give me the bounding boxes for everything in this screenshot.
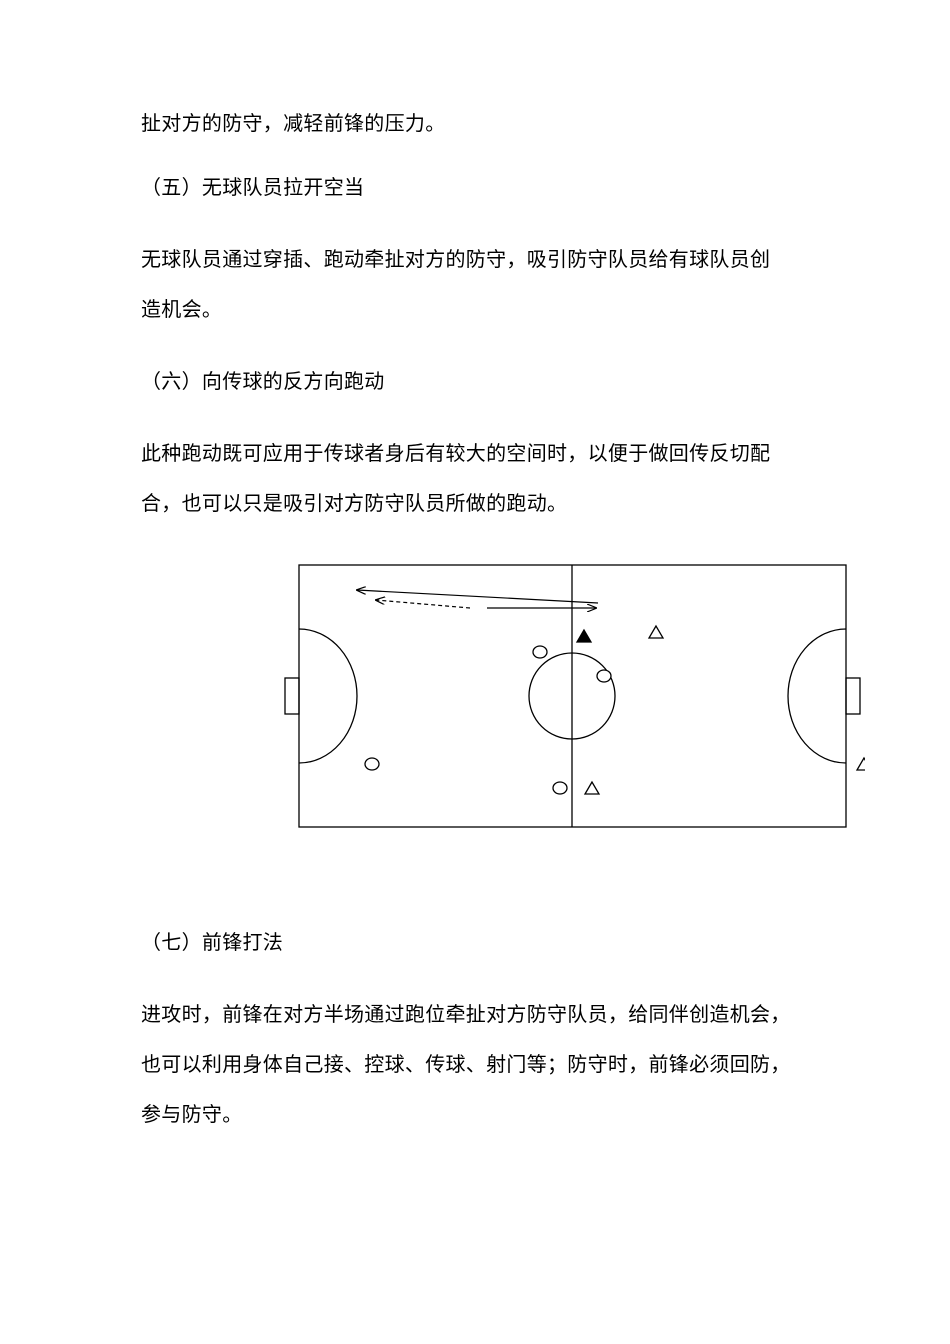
text-line-9: 进攻时，前锋在对方半场通过跑位牵扯对方防守队员，给同伴创造机会， <box>141 1002 791 1026</box>
text-line-7: 合，也可以只是吸引对方防守队员所做的跑动。 <box>141 491 568 515</box>
dashed-run-arrow <box>376 600 471 609</box>
attacker-player-9 <box>855 756 865 771</box>
defender-player-1 <box>364 757 380 771</box>
center-circle <box>528 652 616 740</box>
right-goal <box>845 677 861 715</box>
movement-arrows <box>357 590 599 609</box>
left-goal <box>284 677 300 715</box>
section-heading-7: （七）前锋打法 <box>141 930 284 954</box>
defender-player-4 <box>552 781 568 795</box>
section-heading-6: （六）向传球的反方向跑动 <box>141 369 385 393</box>
text-line-11: 参与防守。 <box>141 1102 243 1126</box>
ball-carrier-player-10 <box>575 628 593 643</box>
right-penalty-arc <box>787 628 847 764</box>
defender-player-2 <box>532 645 548 659</box>
text-line-6: 此种跑动既可应用于传球者身后有较大的空间时，以便于做回传反切配 <box>141 441 771 465</box>
long-pass-arrow <box>357 590 599 604</box>
section-heading-5: （五）无球队员拉开空当 <box>141 175 365 199</box>
defender-player-3 <box>596 669 612 683</box>
attacker-player-6 <box>583 780 601 795</box>
court-lines <box>284 564 861 828</box>
text-line-10: 也可以利用身体自己接、控球、传球、射门等；防守时，前锋必须回防， <box>141 1052 791 1076</box>
attacker-player-7 <box>647 624 665 639</box>
text-line-3: 无球队员通过穿插、跑动牵扯对方的防守，吸引防守队员给有球队员创 <box>141 247 771 271</box>
text-line-4: 造机会。 <box>141 297 223 321</box>
left-penalty-arc <box>298 628 358 764</box>
futsal-court-diagram <box>284 564 865 828</box>
text-line-1: 扯对方的防守，减轻前锋的压力。 <box>141 111 446 135</box>
players-layer <box>364 624 865 795</box>
